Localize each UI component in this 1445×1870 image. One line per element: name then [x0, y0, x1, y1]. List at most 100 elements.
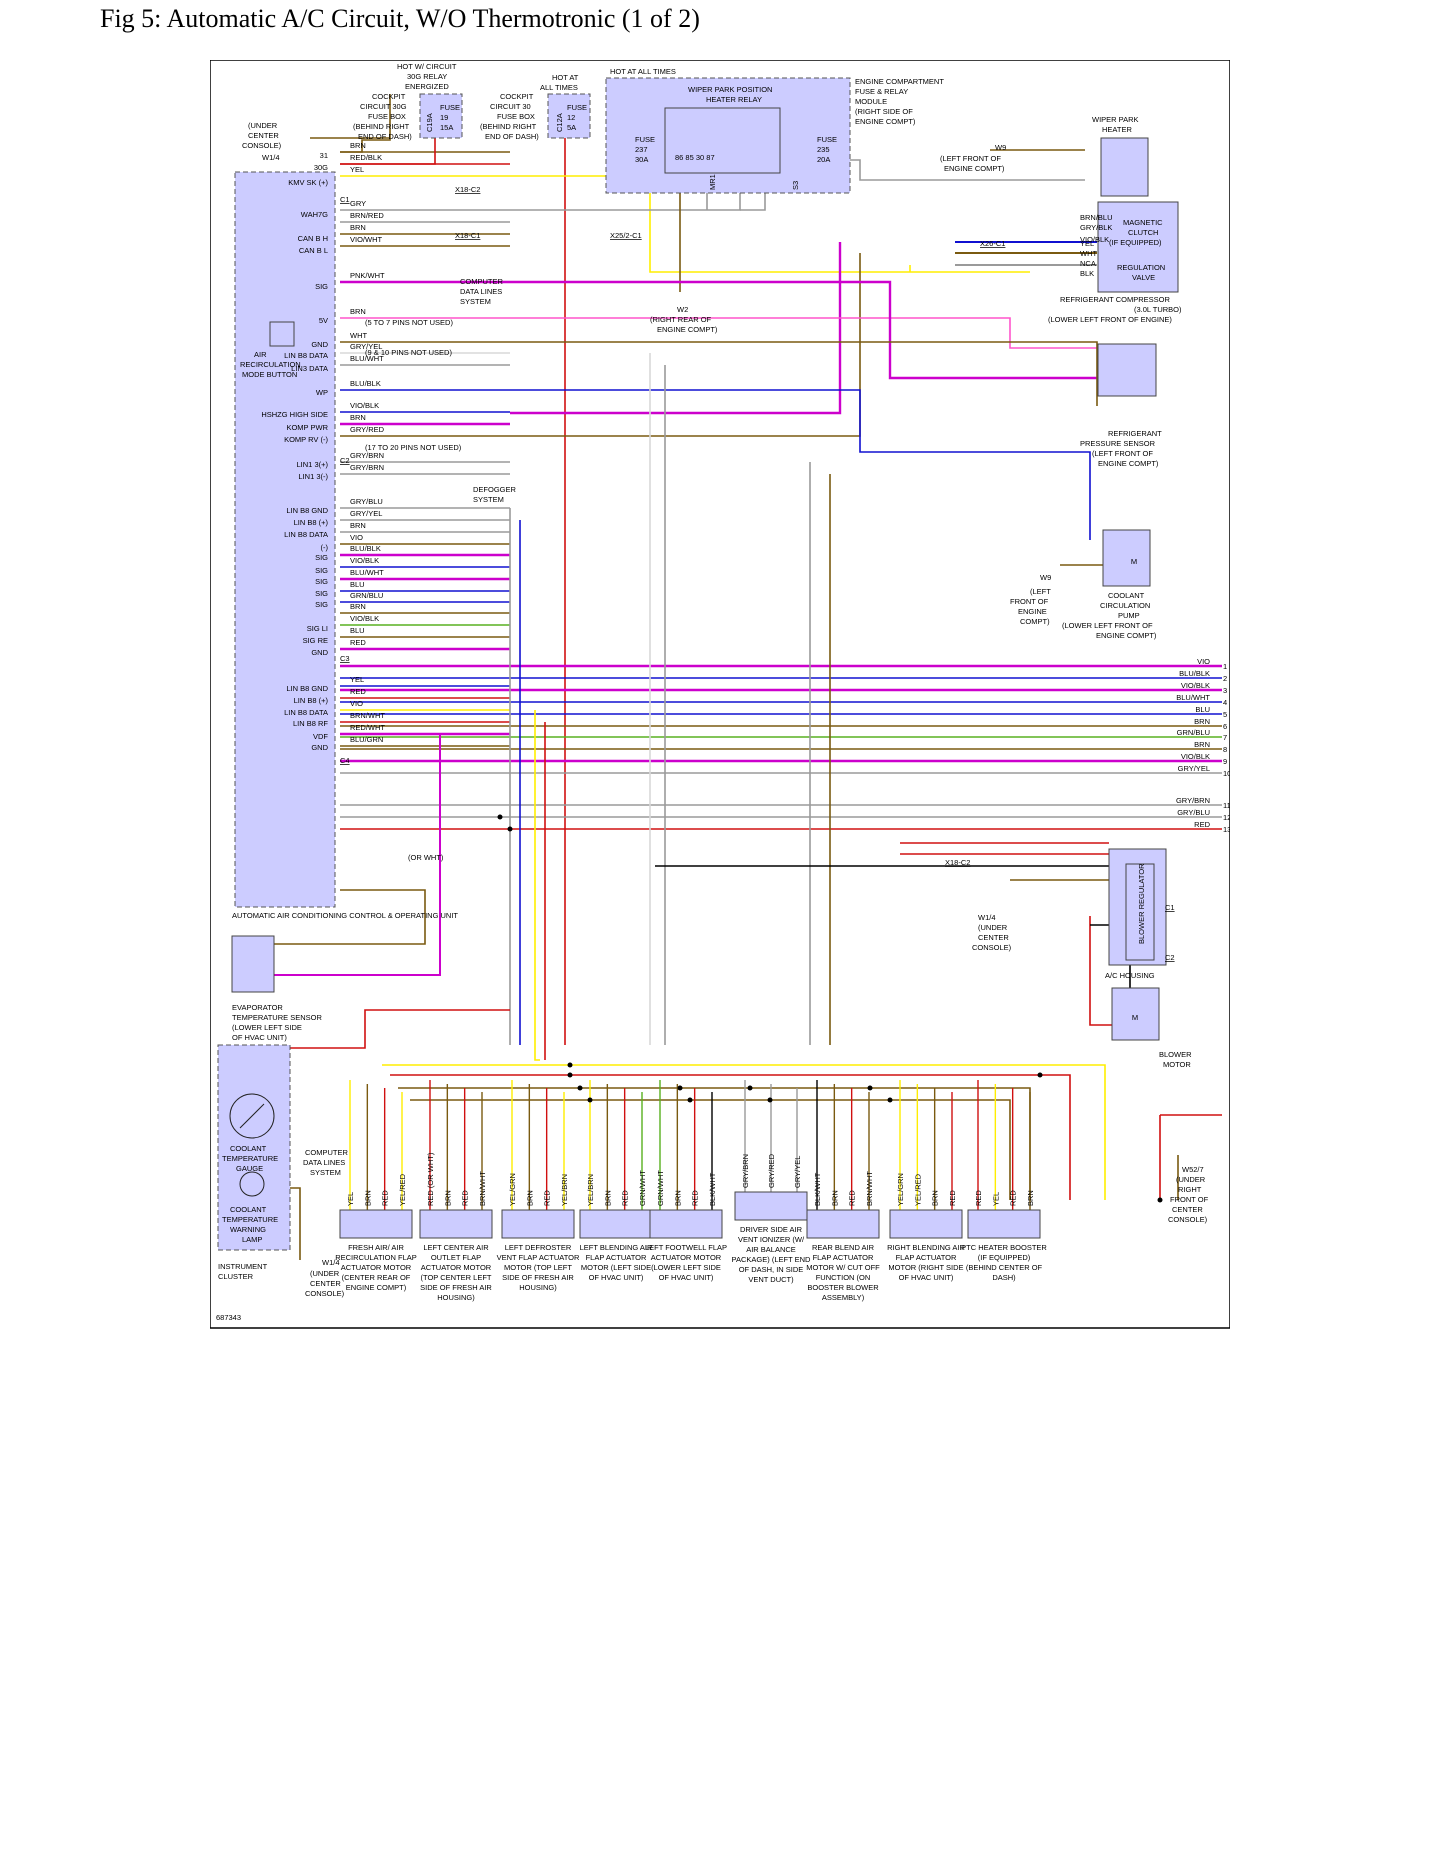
bus-wire-number: 3	[1223, 686, 1227, 695]
actuator-wire-label: BRN	[673, 1190, 682, 1206]
actuator-name: ACTUATOR MOTOR	[651, 1253, 722, 1262]
wire-yel	[510, 175, 1030, 273]
bus-labels: VIO1BLU/BLK2VIO/BLK3BLU/WHT4BLU5BRN6GRN/…	[1176, 657, 1230, 834]
wires	[274, 94, 1222, 1260]
splice-node	[497, 814, 503, 820]
ac-housing-label: A/C HOUSING	[1105, 971, 1155, 980]
signal-label: LIN B8 DATA	[284, 351, 328, 360]
signal-label: LIN B8 DATA	[284, 530, 328, 539]
wire-label: BLU	[350, 626, 365, 635]
bus-wire-label: BRN	[1194, 717, 1210, 726]
signal-label: SIG	[315, 566, 328, 575]
actuator-name: RECIRCULATION FLAP	[335, 1253, 417, 1262]
actuator-name: MOTOR (RIGHT SIDE	[888, 1263, 963, 1272]
actuator-wire-label: RED	[1009, 1190, 1018, 1206]
w2-label: W2	[677, 305, 688, 314]
actuator-wire-label: YEL/BRN	[560, 1174, 569, 1206]
wire-label: GRY	[350, 199, 366, 208]
wire-label: BRN	[350, 521, 366, 530]
splice-node	[567, 1072, 573, 1078]
actuator-name: HOUSING)	[437, 1293, 475, 1302]
signal-label: GND	[311, 743, 328, 752]
actuator-wire-label: RED	[543, 1190, 552, 1206]
actuator-name: LEFT BLENDING AIR	[580, 1243, 653, 1252]
wire-label: GRY/YEL	[350, 509, 382, 518]
signal-label: GND	[311, 340, 328, 349]
bus-wire-number: 9	[1223, 757, 1227, 766]
actuator-name: (CENTER REAR OF	[342, 1273, 411, 1282]
bus-wire-label: VIO/BLK	[1181, 752, 1210, 761]
wire-labels: BRNRED/BLKYELGRYBRN/REDBRNVIO/WHTPNK/WHT…	[350, 141, 1113, 744]
connector-label: C1	[1165, 903, 1175, 912]
splice-node	[867, 1085, 873, 1091]
signal-label: 31	[320, 151, 328, 160]
signal-label: 5V	[319, 316, 328, 325]
splice-node	[577, 1085, 583, 1091]
wire-label: RED	[350, 687, 366, 696]
wire-label: BLK	[1080, 269, 1094, 278]
wire-label: WHT	[1080, 249, 1097, 258]
connector-label: C4	[340, 756, 350, 765]
bus-wire-label: GRY/YEL	[1178, 764, 1210, 773]
wire-label: BRN	[350, 413, 366, 422]
signal-label: LIN B8 RF	[293, 719, 328, 728]
recirc-button[interactable]	[269, 321, 295, 347]
wire-label: BLU/GRN	[350, 735, 383, 744]
actuator-name: (IF EQUIPPED)	[978, 1253, 1031, 1262]
bus-wire-number: 12	[1223, 813, 1230, 822]
actuator-name: VENT FLAP ACTUATOR	[497, 1253, 580, 1262]
wire-label: RED/BLK	[350, 153, 382, 162]
connector-label: X26-C1	[980, 239, 1005, 248]
bus-wire-number: 7	[1223, 733, 1227, 742]
hot-all-times-2: HOT AT ALL TIMES	[610, 67, 676, 76]
w14b-label: W1/4	[978, 913, 996, 922]
connector-s3: S3	[791, 181, 800, 190]
actuator-wire-label: BRN	[363, 1190, 372, 1206]
actuator-name: LEFT CENTER AIR	[423, 1243, 489, 1252]
actuator-wire-label: RED	[461, 1190, 470, 1206]
bus-wire-number: 4	[1223, 698, 1227, 707]
bus-wire-label: VIO	[1197, 657, 1210, 666]
pins-17-20: (17 TO 20 PINS NOT USED)	[365, 443, 462, 452]
actuator-name: PACKAGE) (LEFT END	[732, 1255, 811, 1264]
actuator-wire-label: YEL/GRN	[508, 1173, 517, 1206]
signal-label: LIN B8 DATA	[284, 708, 328, 717]
wire-brn	[274, 889, 426, 945]
ac-control-unit	[234, 171, 336, 908]
connector-label: C2	[1165, 953, 1175, 962]
bus-wire-label: RED	[1194, 820, 1210, 829]
wire-label: VIO	[350, 533, 363, 542]
actuator-wire-label: GRY/RED	[767, 1153, 776, 1188]
blower-motor	[1111, 987, 1160, 1041]
wire-label: GRY/RED	[350, 425, 385, 434]
wire-vio	[274, 734, 441, 976]
signal-label: SIG LI	[307, 624, 328, 633]
actuator-name: BOOSTER BLOWER	[807, 1283, 879, 1292]
splice-node	[1157, 1197, 1163, 1203]
wire-yel	[534, 710, 540, 1061]
actuator-wire-label: BRN	[931, 1190, 940, 1206]
actuator-name: (TOP CENTER LEFT	[421, 1273, 492, 1282]
blower-regulator-label: BLOWER REGULATOR	[1137, 863, 1146, 944]
splice-node	[687, 1097, 693, 1103]
instrument-cluster	[217, 1044, 291, 1251]
bus-wire-number: 10	[1223, 769, 1230, 778]
actuator-wire-label: RED	[691, 1190, 700, 1206]
signal-label: CAN B L	[299, 246, 328, 255]
fuse-12-box	[547, 93, 591, 139]
actuator-wire-label: BLK/WHT	[813, 1172, 822, 1206]
bus-wire-number: 6	[1223, 722, 1227, 731]
actuator-name: MOTOR W/ CUT OFF	[806, 1263, 880, 1272]
connector-mr1: MR1	[708, 174, 717, 190]
wire-brn	[510, 341, 1098, 406]
